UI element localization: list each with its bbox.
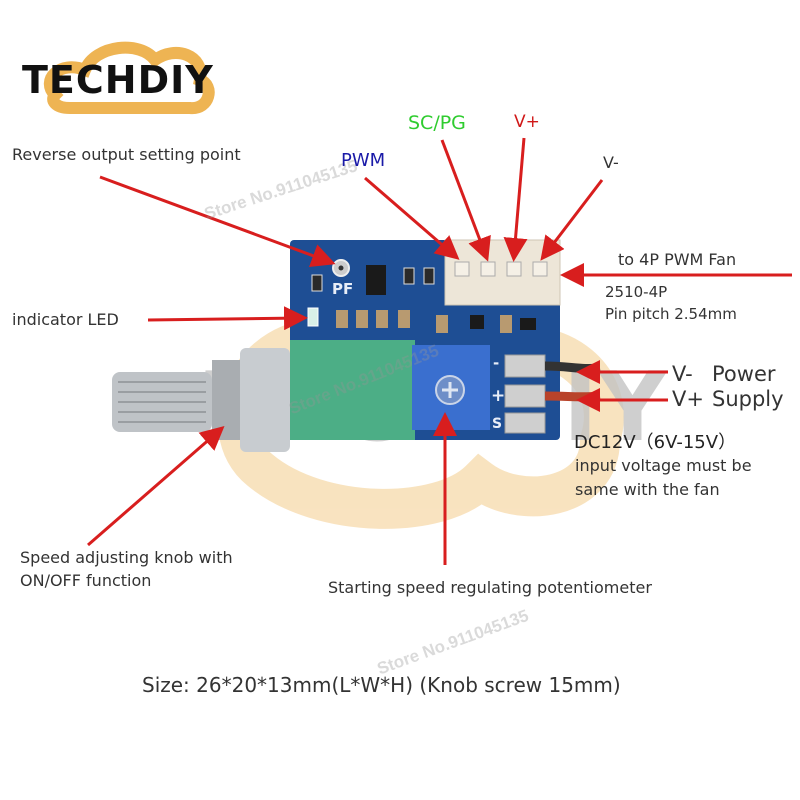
- label-supply: Supply: [712, 387, 784, 411]
- brand-logo: TECHDIY: [22, 58, 214, 102]
- label-voltage: DC12V（6V-15V）: [574, 432, 737, 453]
- label-connector-type: 2510-4P: [605, 283, 668, 301]
- label-indicator-led: indicator LED: [12, 310, 119, 329]
- label-knob-2: ON/OFF function: [20, 571, 152, 590]
- arrow-knob: [87, 426, 225, 547]
- label-pin-pitch: Pin pitch 2.54mm: [605, 305, 737, 323]
- arrow-indicator-led: [147, 306, 308, 331]
- silkscreen-minus: -: [493, 354, 500, 372]
- arrow-v-plus: [503, 137, 528, 262]
- label-fan-connector: to 4P PWM Fan: [618, 250, 737, 269]
- knob-shaft: [112, 348, 290, 452]
- silkscreen-pf: PF: [332, 280, 354, 298]
- label-knob-1: Speed adjusting knob with: [20, 548, 233, 567]
- label-potentiometer: Starting speed regulating potentiometer: [328, 578, 652, 597]
- pcb-board: [290, 239, 561, 440]
- pin-label-v-minus: V-: [603, 153, 619, 172]
- arrow-pwm: [364, 176, 460, 260]
- arrow-sc-pg: [440, 139, 491, 262]
- label-reverse-output: Reverse output setting point: [12, 145, 241, 164]
- logo-cloud-icon: [43, 41, 215, 114]
- pin-label-v-plus: V+: [514, 112, 540, 132]
- label-voltage-note-2: same with the fan: [575, 480, 720, 499]
- arrow-reverse-output: [99, 175, 336, 268]
- label-power-v-minus: V-: [672, 362, 693, 386]
- pin-label-sc-pg: SC/PG: [408, 112, 466, 134]
- silkscreen-s: S: [492, 416, 503, 432]
- size-caption: Size: 26*20*13mm(L*W*H) (Knob screw 15mm…: [142, 673, 621, 697]
- label-power: Power: [712, 362, 776, 386]
- pin-label-pwm: PWM: [341, 150, 386, 171]
- arrow-v-minus: [540, 179, 604, 261]
- label-voltage-note-1: input voltage must be: [575, 456, 752, 475]
- label-power-v-plus: V+: [672, 387, 704, 411]
- annotation-arrows: [87, 137, 792, 565]
- silkscreen-plus: +: [491, 386, 506, 406]
